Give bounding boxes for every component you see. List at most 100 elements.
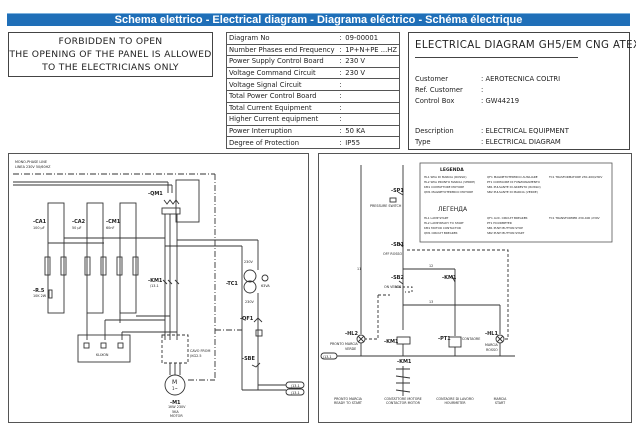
schematic-line (255, 329, 263, 337)
schematic-line (365, 294, 390, 340)
schematic-line (285, 388, 305, 396)
line-label: MONO-PHASE LINE (15, 160, 47, 164)
terminal-label: /13.1 (291, 384, 300, 388)
spec-label: Power Interruption (226, 124, 340, 138)
legend-item: SB1 PUSH BUTTON STOP (487, 226, 523, 230)
km1-contacts-label: -KM1 (397, 359, 412, 365)
legend-item: SB2 PULSANTE DI MARCIA (VERDE) (487, 190, 538, 194)
schematic-line (60, 256, 67, 276)
sb1-label: -SB1 (391, 242, 404, 248)
table-row: Higher Current equipment: (226, 113, 401, 126)
km1-contact-label: -KM1 (442, 275, 457, 281)
hl1-desc: MARCIA (485, 343, 499, 347)
schematic-line (100, 342, 107, 349)
legend-item: TC1 TRANSFORMER 230-400 /230V (548, 216, 600, 220)
title-row: Control Box: GW44219 (415, 97, 519, 105)
ca2-label: -CA2 (72, 219, 86, 225)
schematic-line (243, 280, 257, 294)
warning-box: FORBIDDEN TO OPEN THE OPENING OF THE PAN… (8, 32, 213, 77)
schematic-line (77, 334, 131, 363)
wire-label: 11 (357, 267, 361, 271)
legend-item: SB1 PULSANTE DI ARRESTO (ROSSO) (487, 185, 541, 189)
terminal-icon (320, 352, 338, 360)
legend-item: TC1 TRASFORMATORE 230-400/230V (548, 175, 602, 179)
schematic-line (132, 256, 139, 276)
r5-value: 10K 2W (33, 294, 47, 298)
row-label: Ref. Customer (415, 86, 463, 94)
legend-item: PT1 HOURMETER (487, 221, 512, 225)
spec-label: Number Phases end Frequency (226, 43, 340, 57)
table-row: Voltage Signal Circuit: (226, 78, 401, 91)
cm1-label: -CM1 (106, 219, 121, 225)
sp1-desc: PRESSURE SWITCH (370, 204, 402, 208)
row-value: : GW44219 (481, 97, 520, 105)
legend-item: QM1 CIRCUIT BREAKER (424, 231, 457, 235)
table-row: Total Current Equipment: (226, 101, 401, 115)
sb2-desc: ON VERDE (384, 285, 401, 289)
legend-title: LEGENDA (440, 167, 464, 173)
spec-label: Degree of Protection (226, 136, 340, 149)
title-row: Ref. Customer: (415, 86, 483, 94)
legend: LEGENDA HL1 SPIA DI MARCIA (ROSSO) QF1 M… (424, 167, 602, 235)
title-underline (415, 57, 578, 58)
specifications-table: Diagram No:09-00001 Number Phases end Fr… (226, 32, 401, 149)
wire-label: 13 (429, 300, 433, 304)
bottom-label: READY TO START (334, 401, 363, 405)
table-row: Voltage Command Circuit:230 V (226, 66, 401, 80)
diagram-title: ELECTRICAL DIAGRAM GH5/EM CNG ATEX (415, 40, 636, 51)
bottom-label: HOURMETER (444, 401, 466, 405)
klixon-label: KLIXON (96, 353, 109, 357)
title-block: ELECTRICAL DIAGRAM GH5/EM CNG ATEX Custo… (408, 32, 636, 150)
table-row: Power Interruption:50 KA (226, 124, 401, 138)
power-circuit-labels: MONO-PHASE LINE LINEA 230V 50/60HZ -QM1 … (15, 160, 300, 418)
legend-item: QF1 AUX. CIRCUIT BREAKER (487, 216, 528, 220)
motor-symbol: M (172, 379, 177, 386)
power-circuit-wiring (13, 173, 305, 396)
sbe-label: -SBE (242, 356, 255, 362)
legend-item: QM1 MAGNETOTERMICO MOTORE (424, 190, 473, 194)
sp1-label: -SP1 (391, 188, 404, 194)
legend-item: HL1 LAMP START (424, 216, 449, 220)
schematic-line (86, 202, 104, 314)
row-value: : ELECTRICAL DIAGRAM (481, 138, 561, 146)
schematic-line (251, 362, 261, 368)
pt1-desc: CONTAORE (462, 337, 480, 341)
legend-item: SB2 PUSH BUTTON START (487, 231, 524, 235)
terminal-label: /13.1 (323, 355, 331, 359)
warning-line: FORBIDDEN TO OPEN (58, 36, 163, 47)
wire-label: 12 (429, 264, 433, 268)
motor-icon (164, 374, 186, 396)
spec-value: 50 KA (343, 124, 401, 138)
row-label: Customer (415, 75, 449, 83)
row-label: Type (415, 138, 431, 146)
schematic-line (84, 256, 91, 276)
title-row: Customer: AEROTECNICA COLTRI (415, 75, 560, 83)
ca2-value: 50 µF (72, 226, 82, 230)
terminal-icon (285, 381, 305, 389)
schematic-line (253, 317, 263, 323)
table-row: Total Power Control Board: (226, 89, 401, 103)
spec-value: 1P+N+PE ...HZ (343, 43, 401, 57)
schematic-line (162, 279, 180, 285)
bottom-label: PRONTO MARCIA (334, 397, 362, 401)
schematic-line (261, 274, 269, 282)
bottom-label: START (495, 401, 506, 405)
qm1-label: -QM1 (148, 191, 163, 197)
legend-item: KM1 CONTATTORE MOTORE (424, 185, 464, 189)
legend-item: HL1 SPIA DI MARCIA (ROSSO) (424, 175, 466, 179)
power-circuit-panel (8, 153, 309, 423)
schematic-line (175, 179, 200, 223)
qf1-label: -QF1 (240, 316, 254, 322)
page-header-banner: Schema elettrico - Electrical diagram - … (7, 13, 630, 26)
spec-separator: : (339, 136, 344, 149)
schematic-line (451, 275, 456, 283)
spec-value: IP55 (343, 136, 401, 149)
schematic-line (48, 289, 53, 299)
schematic-line (161, 207, 181, 215)
warning-line: THE OPENING OF THE PANEL IS ALLOWED (9, 49, 212, 60)
fuse-icons (44, 256, 139, 276)
legend-box (419, 162, 613, 243)
title-row: Type : ELECTRICAL DIAGRAM (415, 138, 561, 146)
m1-label: -M1 (170, 400, 181, 406)
motor-spec: MOTOR (170, 414, 183, 418)
